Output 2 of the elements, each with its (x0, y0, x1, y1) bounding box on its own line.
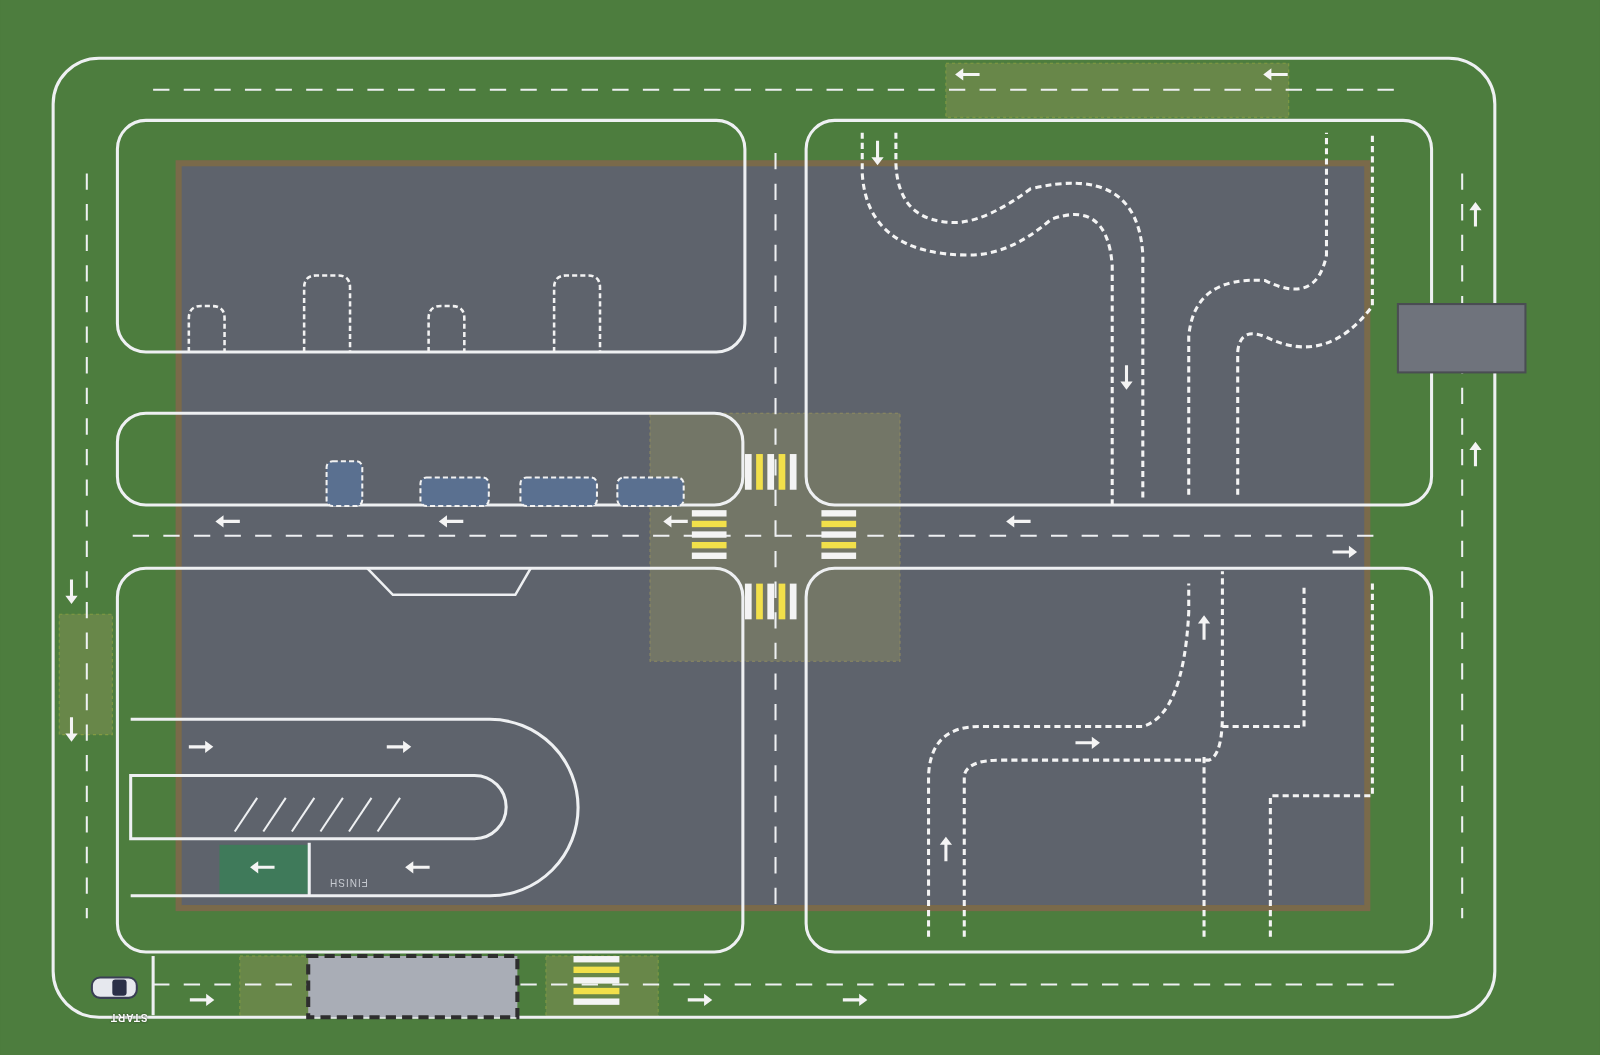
finish-marking: FINISH (328, 877, 368, 889)
start-marking: START (110, 1012, 148, 1024)
